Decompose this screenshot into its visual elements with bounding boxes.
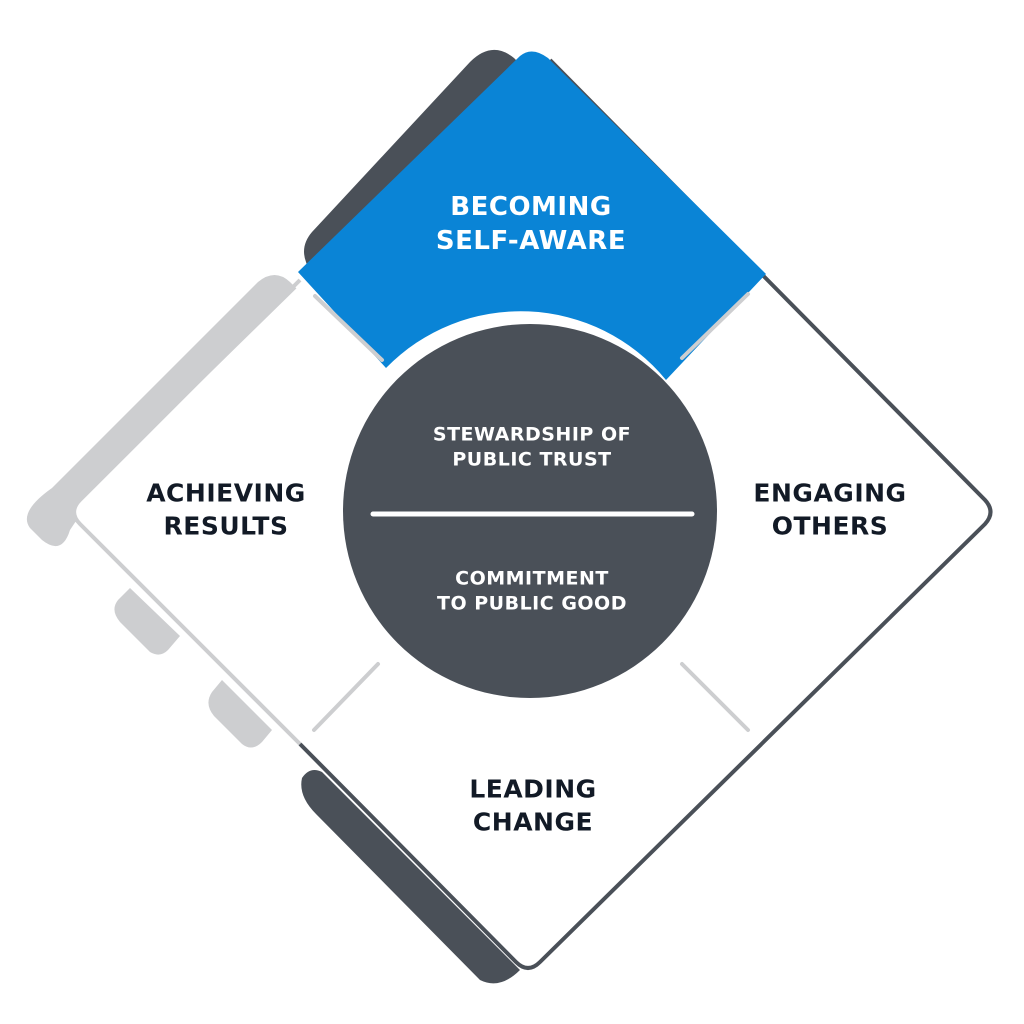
divider-top-left bbox=[313, 294, 384, 362]
core-circle[interactable] bbox=[343, 324, 717, 698]
diamond-right-edge bbox=[298, 58, 993, 970]
diamond-left-edge bbox=[72, 278, 302, 746]
label-line: SELF-AWARE bbox=[435, 226, 627, 256]
back-tab-bottom-dark bbox=[301, 770, 520, 984]
divider-bottom-left bbox=[312, 662, 380, 732]
side-tab-1 bbox=[114, 588, 180, 655]
label-line: CHANGE bbox=[472, 807, 594, 836]
quadrant-label-left[interactable]: ACHIEVING RESULTS bbox=[146, 478, 306, 543]
label-line: BECOMING bbox=[450, 192, 612, 223]
label-line: PUBLIC TRUST bbox=[452, 448, 612, 470]
label-line: RESULTS bbox=[163, 511, 289, 540]
label-line: ENGAGING bbox=[753, 478, 907, 508]
label-line: OTHERS bbox=[771, 511, 889, 540]
quadrant-label-right[interactable]: ENGAGING OTHERS bbox=[753, 478, 906, 543]
quadrant-label-top[interactable]: BECOMING SELF-AWARE bbox=[436, 191, 626, 259]
label-line: ACHIEVING bbox=[146, 478, 306, 508]
label-line: COMMITMENT bbox=[455, 567, 609, 590]
label-line: STEWARDSHIP OF bbox=[432, 423, 632, 446]
quadrant-label-bottom[interactable]: LEADING CHANGE bbox=[469, 774, 596, 839]
divider-top-right bbox=[680, 292, 750, 360]
label-line: TO PUBLIC GOOD bbox=[437, 592, 627, 614]
core-label-upper: STEWARDSHIP OF PUBLIC TRUST bbox=[433, 422, 631, 471]
side-tab-2 bbox=[208, 680, 272, 748]
divider-bottom-right bbox=[680, 662, 750, 732]
quadrant-top-blue[interactable] bbox=[298, 51, 766, 381]
label-line: LEADING bbox=[469, 774, 597, 804]
back-tab-left-gray bbox=[26, 275, 300, 547]
core-label-lower: COMMITMENT TO PUBLIC GOOD bbox=[437, 566, 627, 615]
